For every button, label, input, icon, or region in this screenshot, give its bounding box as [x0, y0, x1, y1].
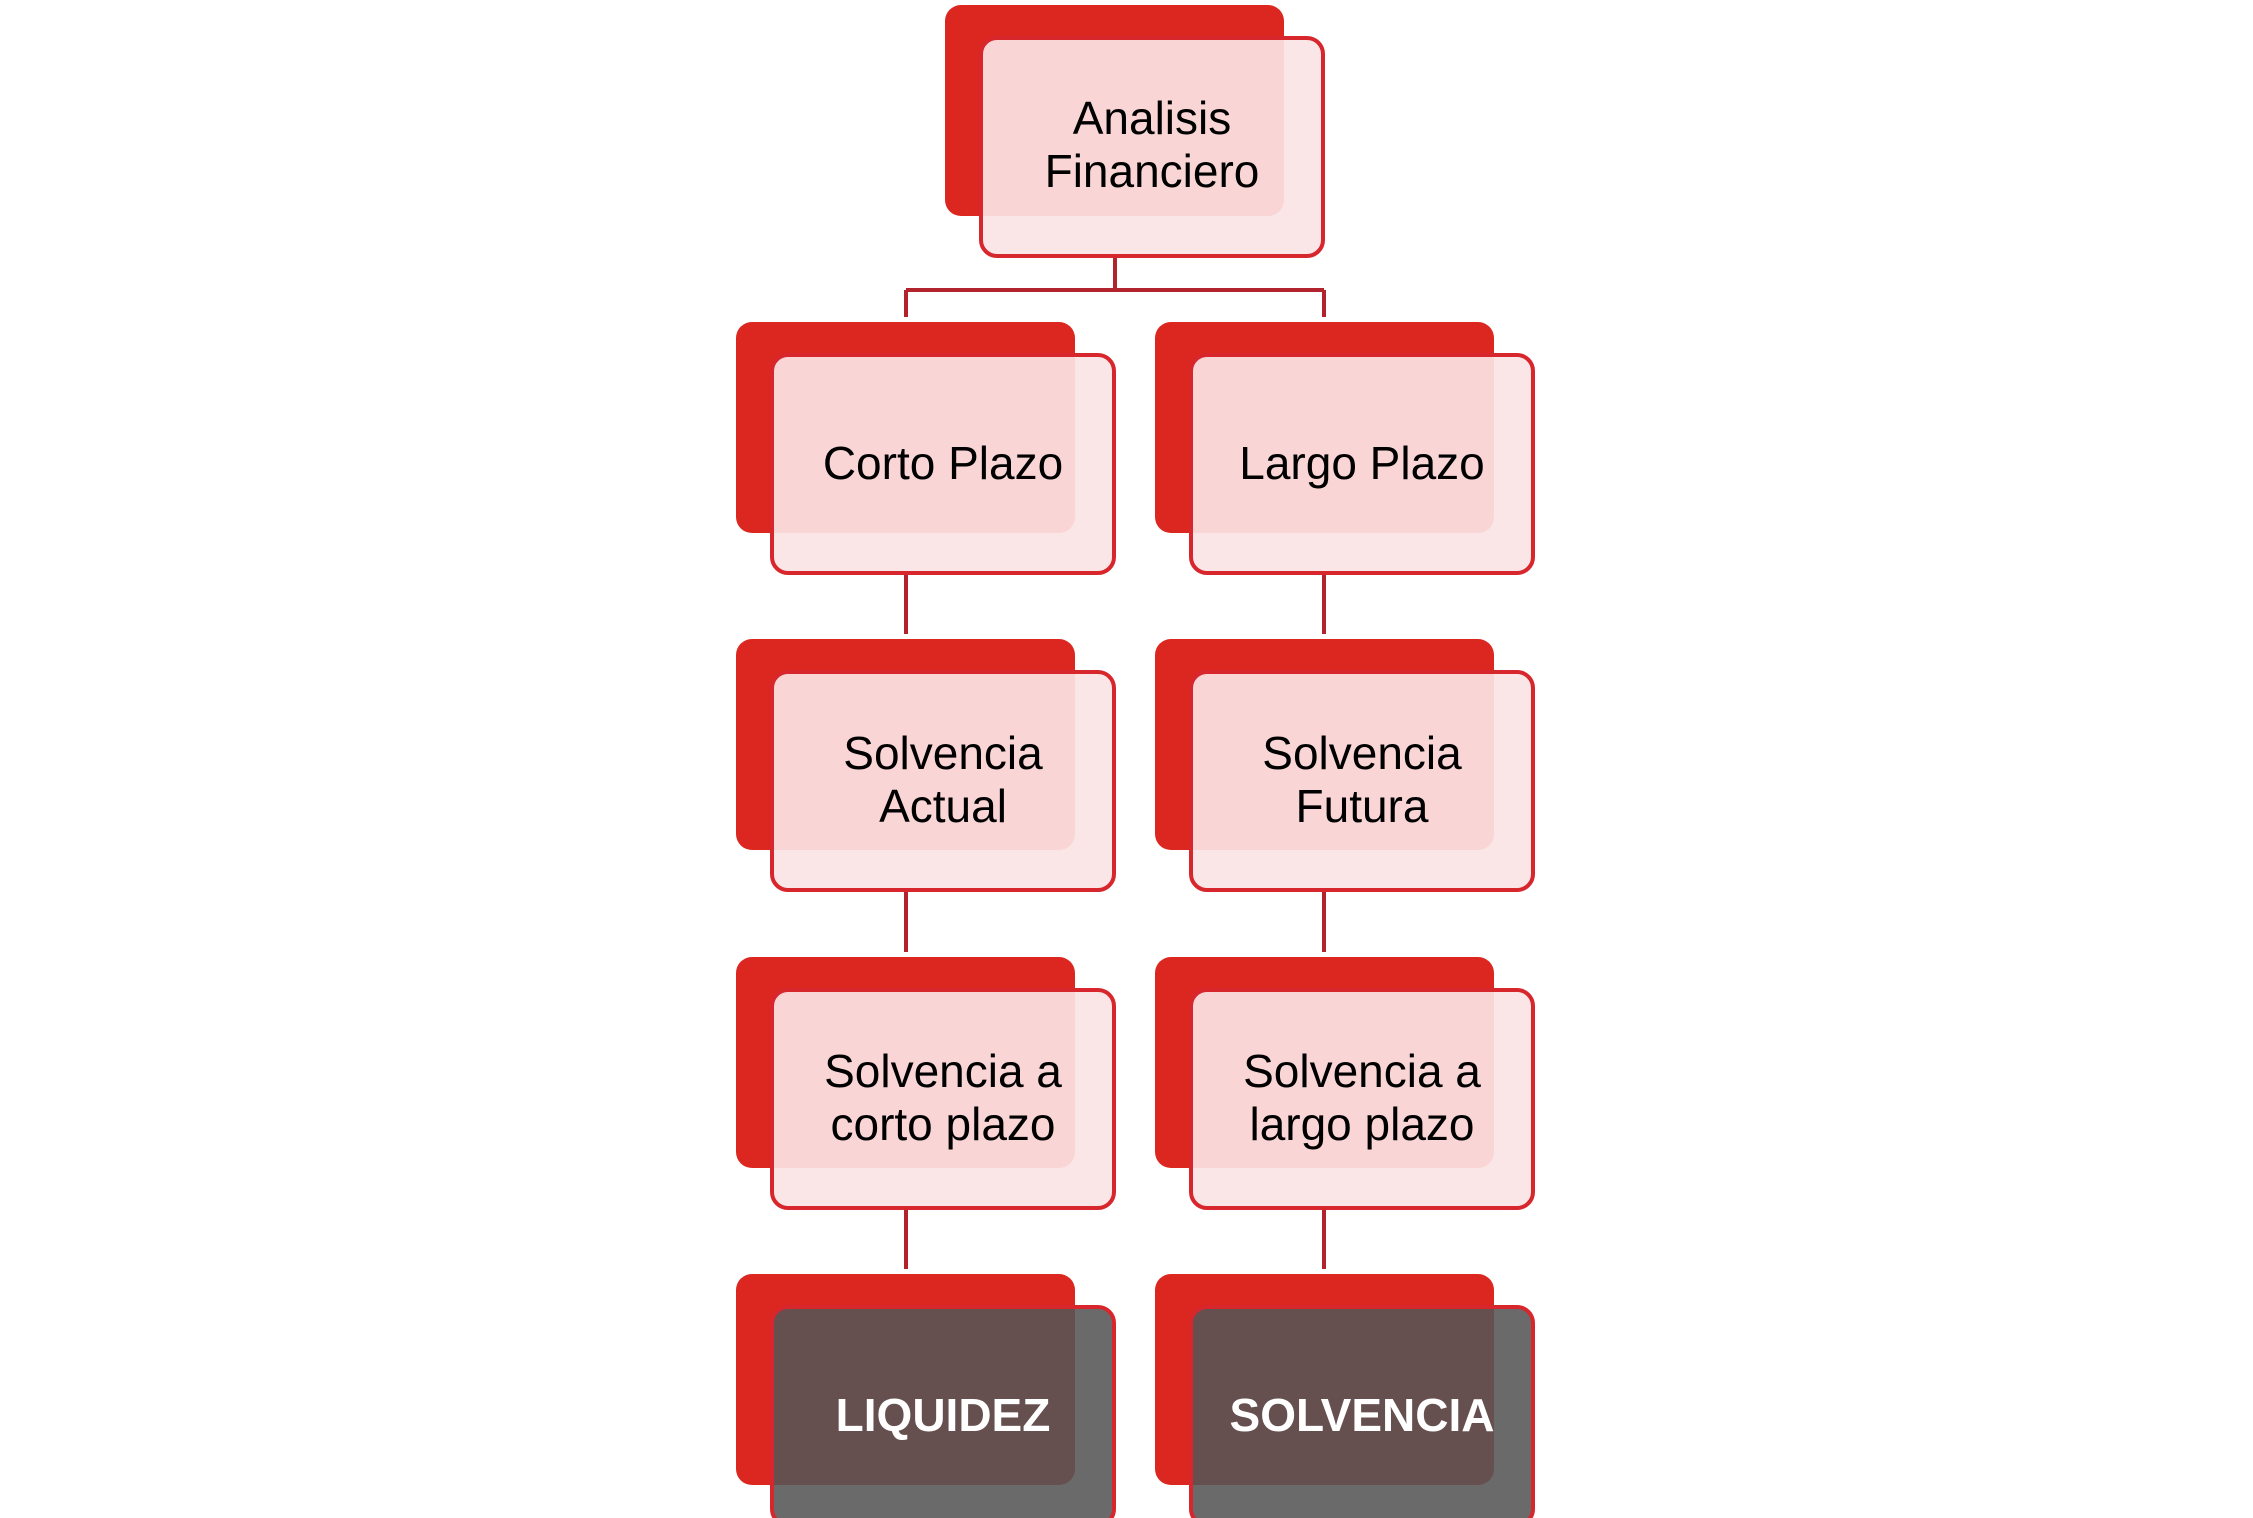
node-label-line-2: Futura: [1296, 780, 1429, 832]
node-label-line-2: largo plazo: [1249, 1098, 1474, 1150]
node-liquidez: LIQUIDEZ: [736, 1274, 1116, 1518]
connectors: [904, 257, 1326, 1269]
node-front-card: [1189, 988, 1535, 1210]
node-label-line-1: Solvencia a: [1243, 1045, 1481, 1097]
node-label-line-2: corto plazo: [830, 1098, 1055, 1150]
node-solvencia-corto-plazo: Solvencia a corto plazo: [736, 957, 1116, 1210]
node-label-line-1: Solvencia: [1262, 727, 1462, 779]
node-analisis-financiero: Analisis Financiero: [945, 5, 1325, 258]
node-solvencia: SOLVENCIA: [1155, 1274, 1535, 1518]
node-label-line-1: Largo Plazo: [1239, 437, 1485, 489]
node-label-line-1: Corto Plazo: [823, 437, 1063, 489]
node-front-card: [770, 670, 1116, 892]
node-solvencia-largo-plazo: Solvencia a largo plazo: [1155, 957, 1535, 1210]
node-front-card: [979, 36, 1325, 258]
node-front-card: [1189, 670, 1535, 892]
node-largo-plazo: Largo Plazo: [1155, 322, 1535, 575]
node-label-line-1: LIQUIDEZ: [836, 1389, 1051, 1441]
node-label-line-1: Analisis: [1073, 92, 1232, 144]
node-corto-plazo: Corto Plazo: [736, 322, 1116, 575]
node-label-line-1: Solvencia a: [824, 1045, 1062, 1097]
connector-root-to-branches: [904, 257, 1326, 317]
node-label-line-1: SOLVENCIA: [1230, 1389, 1495, 1441]
node-label-line-1: Solvencia: [843, 727, 1043, 779]
node-front-card: [1189, 1305, 1535, 1518]
node-front-card: [1189, 353, 1535, 575]
node-front-card: [770, 353, 1116, 575]
node-solvencia-actual: Solvencia Actual: [736, 639, 1116, 892]
node-front-card: [770, 1305, 1116, 1518]
node-front-card: [770, 988, 1116, 1210]
node-label-line-2: Actual: [879, 780, 1007, 832]
node-solvencia-futura: Solvencia Futura: [1155, 639, 1535, 892]
node-label-line-2: Financiero: [1045, 145, 1260, 197]
